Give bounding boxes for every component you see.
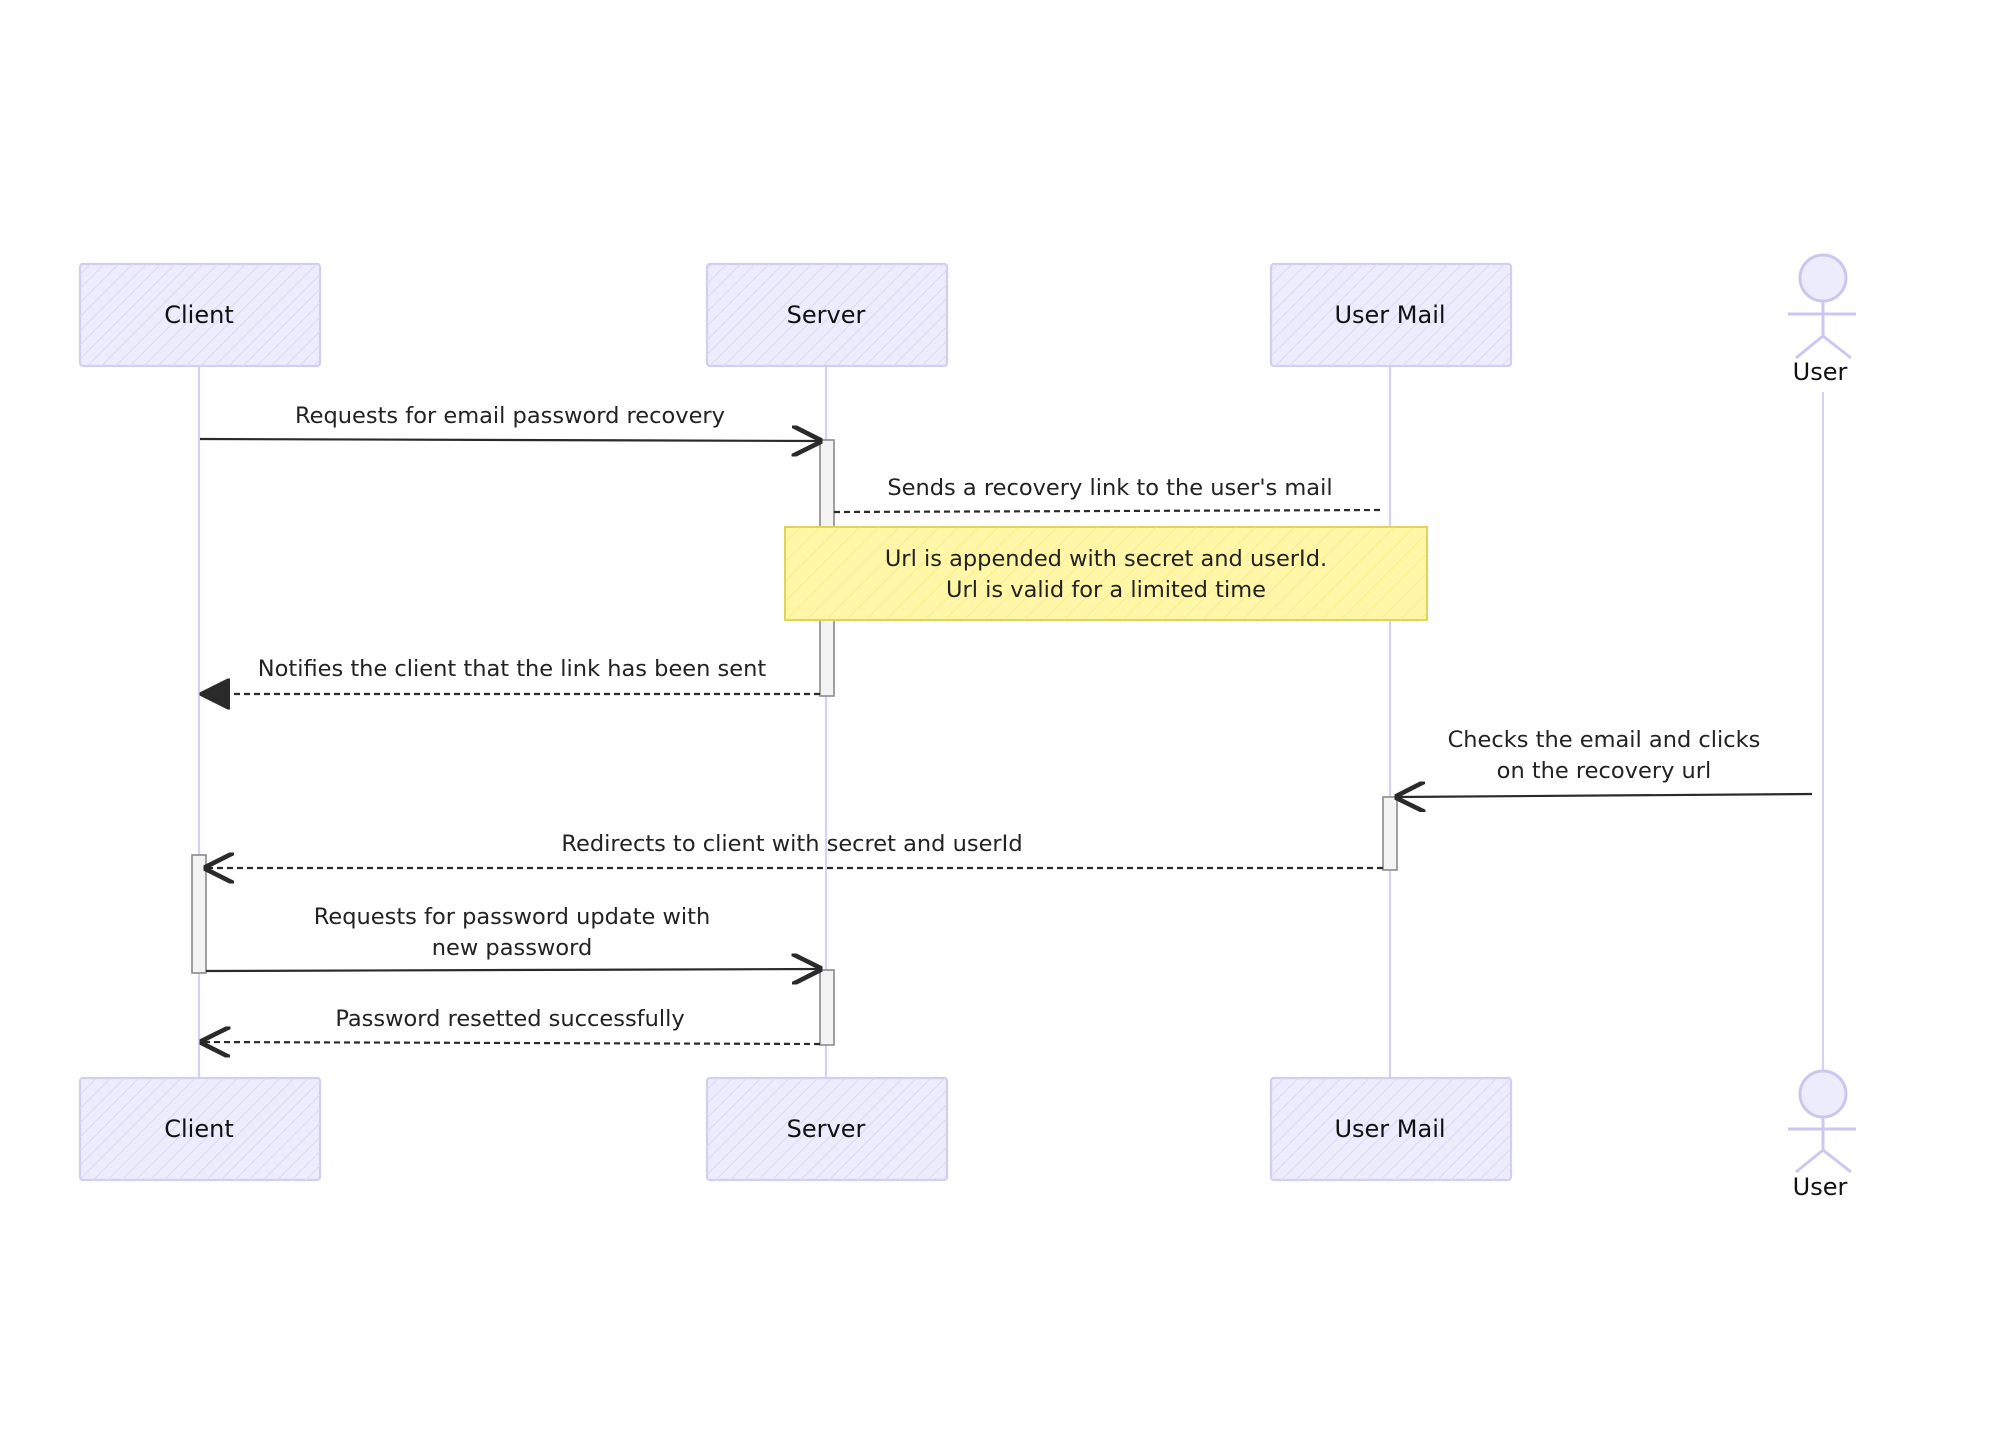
stick-figure-icon — [1788, 1069, 1856, 1174]
participant-client-top: Client — [78, 262, 322, 368]
message-arrow — [205, 969, 820, 971]
participant-label: User Mail — [1334, 301, 1445, 329]
message-label: new password — [432, 935, 592, 961]
participant-user-top: User — [1788, 253, 1856, 386]
message-arrow — [1397, 794, 1813, 797]
client-activation — [191, 854, 207, 974]
message-arrow — [199, 439, 820, 441]
message-label: Requests for password update with — [314, 904, 711, 930]
participant-server-bottom: Server — [705, 1076, 949, 1182]
server-activation-2 — [819, 969, 835, 1046]
participant-label: Server — [787, 301, 866, 329]
participant-label: User Mail — [1334, 1115, 1445, 1143]
participant-server-top: Server — [705, 262, 949, 368]
message-label: Password resetted successfully — [335, 1006, 684, 1032]
participant-client-bottom: Client — [78, 1076, 322, 1182]
stick-figure-icon — [1788, 253, 1856, 360]
message-label: on the recovery url — [1497, 758, 1712, 784]
participant-label: User — [1793, 1173, 1848, 1201]
message-arrow — [202, 1042, 821, 1044]
participant-label: User — [1793, 358, 1848, 386]
participant-label: Client — [164, 301, 233, 329]
note-line-2: Url is valid for a limited time — [946, 577, 1266, 603]
message-label: Checks the email and clicks — [1448, 727, 1761, 753]
note: Url is appended with secret and userId. … — [784, 526, 1428, 621]
message-label: Requests for email password recovery — [295, 403, 725, 429]
message-label: Sends a recovery link to the user's mail — [887, 475, 1332, 501]
participant-user-mail-bottom: User Mail — [1269, 1076, 1513, 1182]
note-line-1: Url is appended with secret and userId. — [885, 546, 1327, 572]
participant-label: Client — [164, 1115, 233, 1143]
participant-user-mail-top: User Mail — [1269, 262, 1513, 368]
message-label: Notifies the client that the link has be… — [258, 656, 767, 682]
user-mail-activation — [1382, 796, 1398, 871]
participant-label: Server — [787, 1115, 866, 1143]
message-label: Redirects to client with secret and user… — [561, 831, 1022, 857]
participant-user-bottom: User — [1788, 1069, 1856, 1201]
message-arrow — [833, 508, 1384, 514]
